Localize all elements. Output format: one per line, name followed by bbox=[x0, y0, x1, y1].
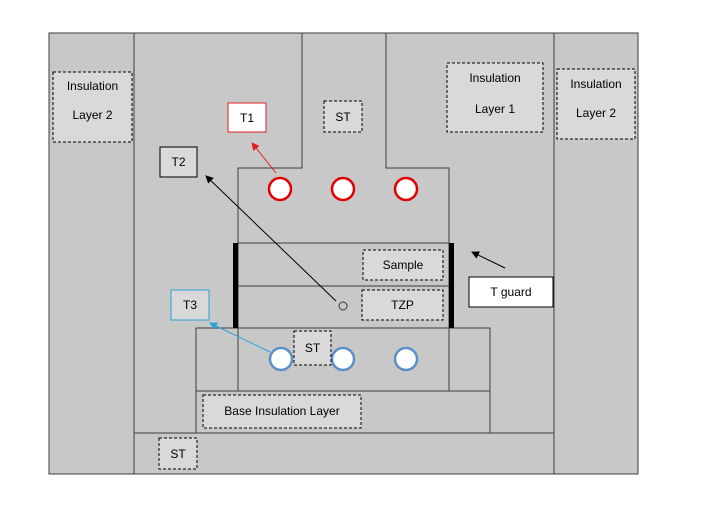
tzp-sensor-point bbox=[338, 301, 348, 311]
insulation-layer-2-right-line1: Insulation bbox=[570, 77, 621, 91]
bottom-st-region bbox=[133, 432, 555, 475]
tzp-box bbox=[361, 289, 444, 321]
st-top-label: ST bbox=[335, 110, 351, 124]
insulation-layer-2-left-box bbox=[52, 71, 133, 143]
insulation-layer-1-line1: Insulation bbox=[469, 71, 520, 85]
sample-label: Sample bbox=[383, 258, 424, 272]
tzp-label: TZP bbox=[391, 298, 414, 312]
st-top-box bbox=[323, 100, 363, 133]
st-mid-box bbox=[293, 330, 332, 366]
insulation-layer-2-left-line2: Layer 2 bbox=[72, 108, 112, 122]
insulation-layer-2-right-box bbox=[556, 68, 636, 140]
base-insulation-layer-label: Base Insulation Layer bbox=[224, 404, 339, 418]
insulation-layer-2-right-line2: Layer 2 bbox=[576, 106, 616, 120]
insulation-layer-1-box bbox=[446, 62, 544, 133]
t1-label: T1 bbox=[240, 111, 254, 125]
t2-label: T2 bbox=[171, 155, 185, 169]
insulation-layer-2-left-line1: Insulation bbox=[67, 79, 118, 93]
t1-arrow bbox=[251, 142, 277, 174]
sample-box bbox=[362, 249, 444, 281]
lower-heater-circle bbox=[330, 346, 356, 372]
upper-heater-circle bbox=[330, 176, 356, 202]
t-guard-label: T guard bbox=[490, 285, 531, 299]
t2-box bbox=[159, 146, 198, 178]
t3-label: T3 bbox=[183, 298, 197, 312]
t-guard-arrow bbox=[471, 251, 506, 269]
t1-box bbox=[227, 102, 267, 133]
base-insulation-layer-box bbox=[202, 394, 362, 429]
upper-heater-circle bbox=[267, 176, 293, 202]
st-bottom-box bbox=[158, 437, 198, 470]
t3-arrow bbox=[209, 322, 271, 353]
st-bottom-label: ST bbox=[170, 447, 186, 461]
guard-bar-right bbox=[449, 243, 454, 328]
insulation-layer-1-line2: Layer 1 bbox=[475, 102, 515, 116]
t3-box bbox=[170, 289, 210, 321]
t-guard-box bbox=[468, 276, 554, 308]
st-mid-label: ST bbox=[305, 341, 321, 355]
lower-heater-circle bbox=[393, 346, 419, 372]
upper-heater-circle bbox=[393, 176, 419, 202]
lower-heater-circle bbox=[268, 346, 294, 372]
t2-arrow bbox=[205, 175, 337, 302]
guard-bar-left bbox=[233, 243, 238, 328]
